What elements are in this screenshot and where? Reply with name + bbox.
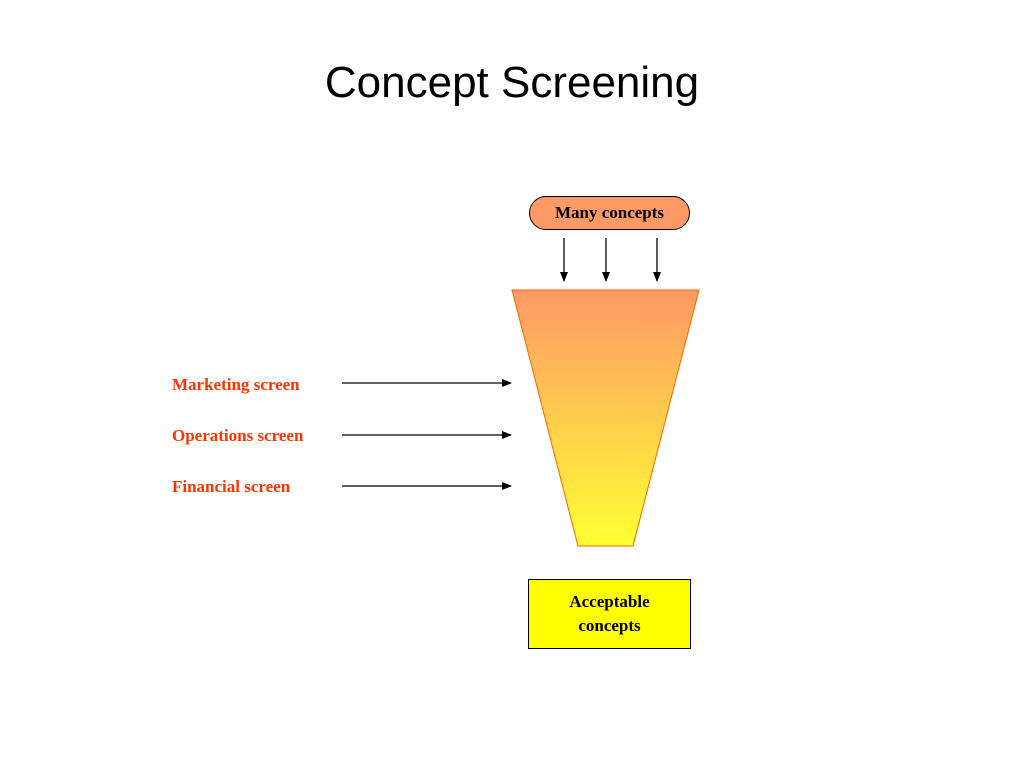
financial-screen-label: Financial screen bbox=[172, 477, 291, 496]
acceptable-concepts-line2: concepts bbox=[578, 616, 641, 635]
many-concepts-node: Many concepts bbox=[529, 196, 690, 230]
marketing-screen-label: Marketing screen bbox=[172, 375, 300, 394]
acceptable-concepts-line1: Acceptable bbox=[569, 592, 650, 611]
slide-title: Concept Screening bbox=[324, 58, 700, 107]
operations-screen-label: Operations screen bbox=[172, 426, 304, 445]
acceptable-concepts-node: Acceptable concepts bbox=[528, 579, 691, 649]
funnel-shape bbox=[511, 289, 700, 547]
